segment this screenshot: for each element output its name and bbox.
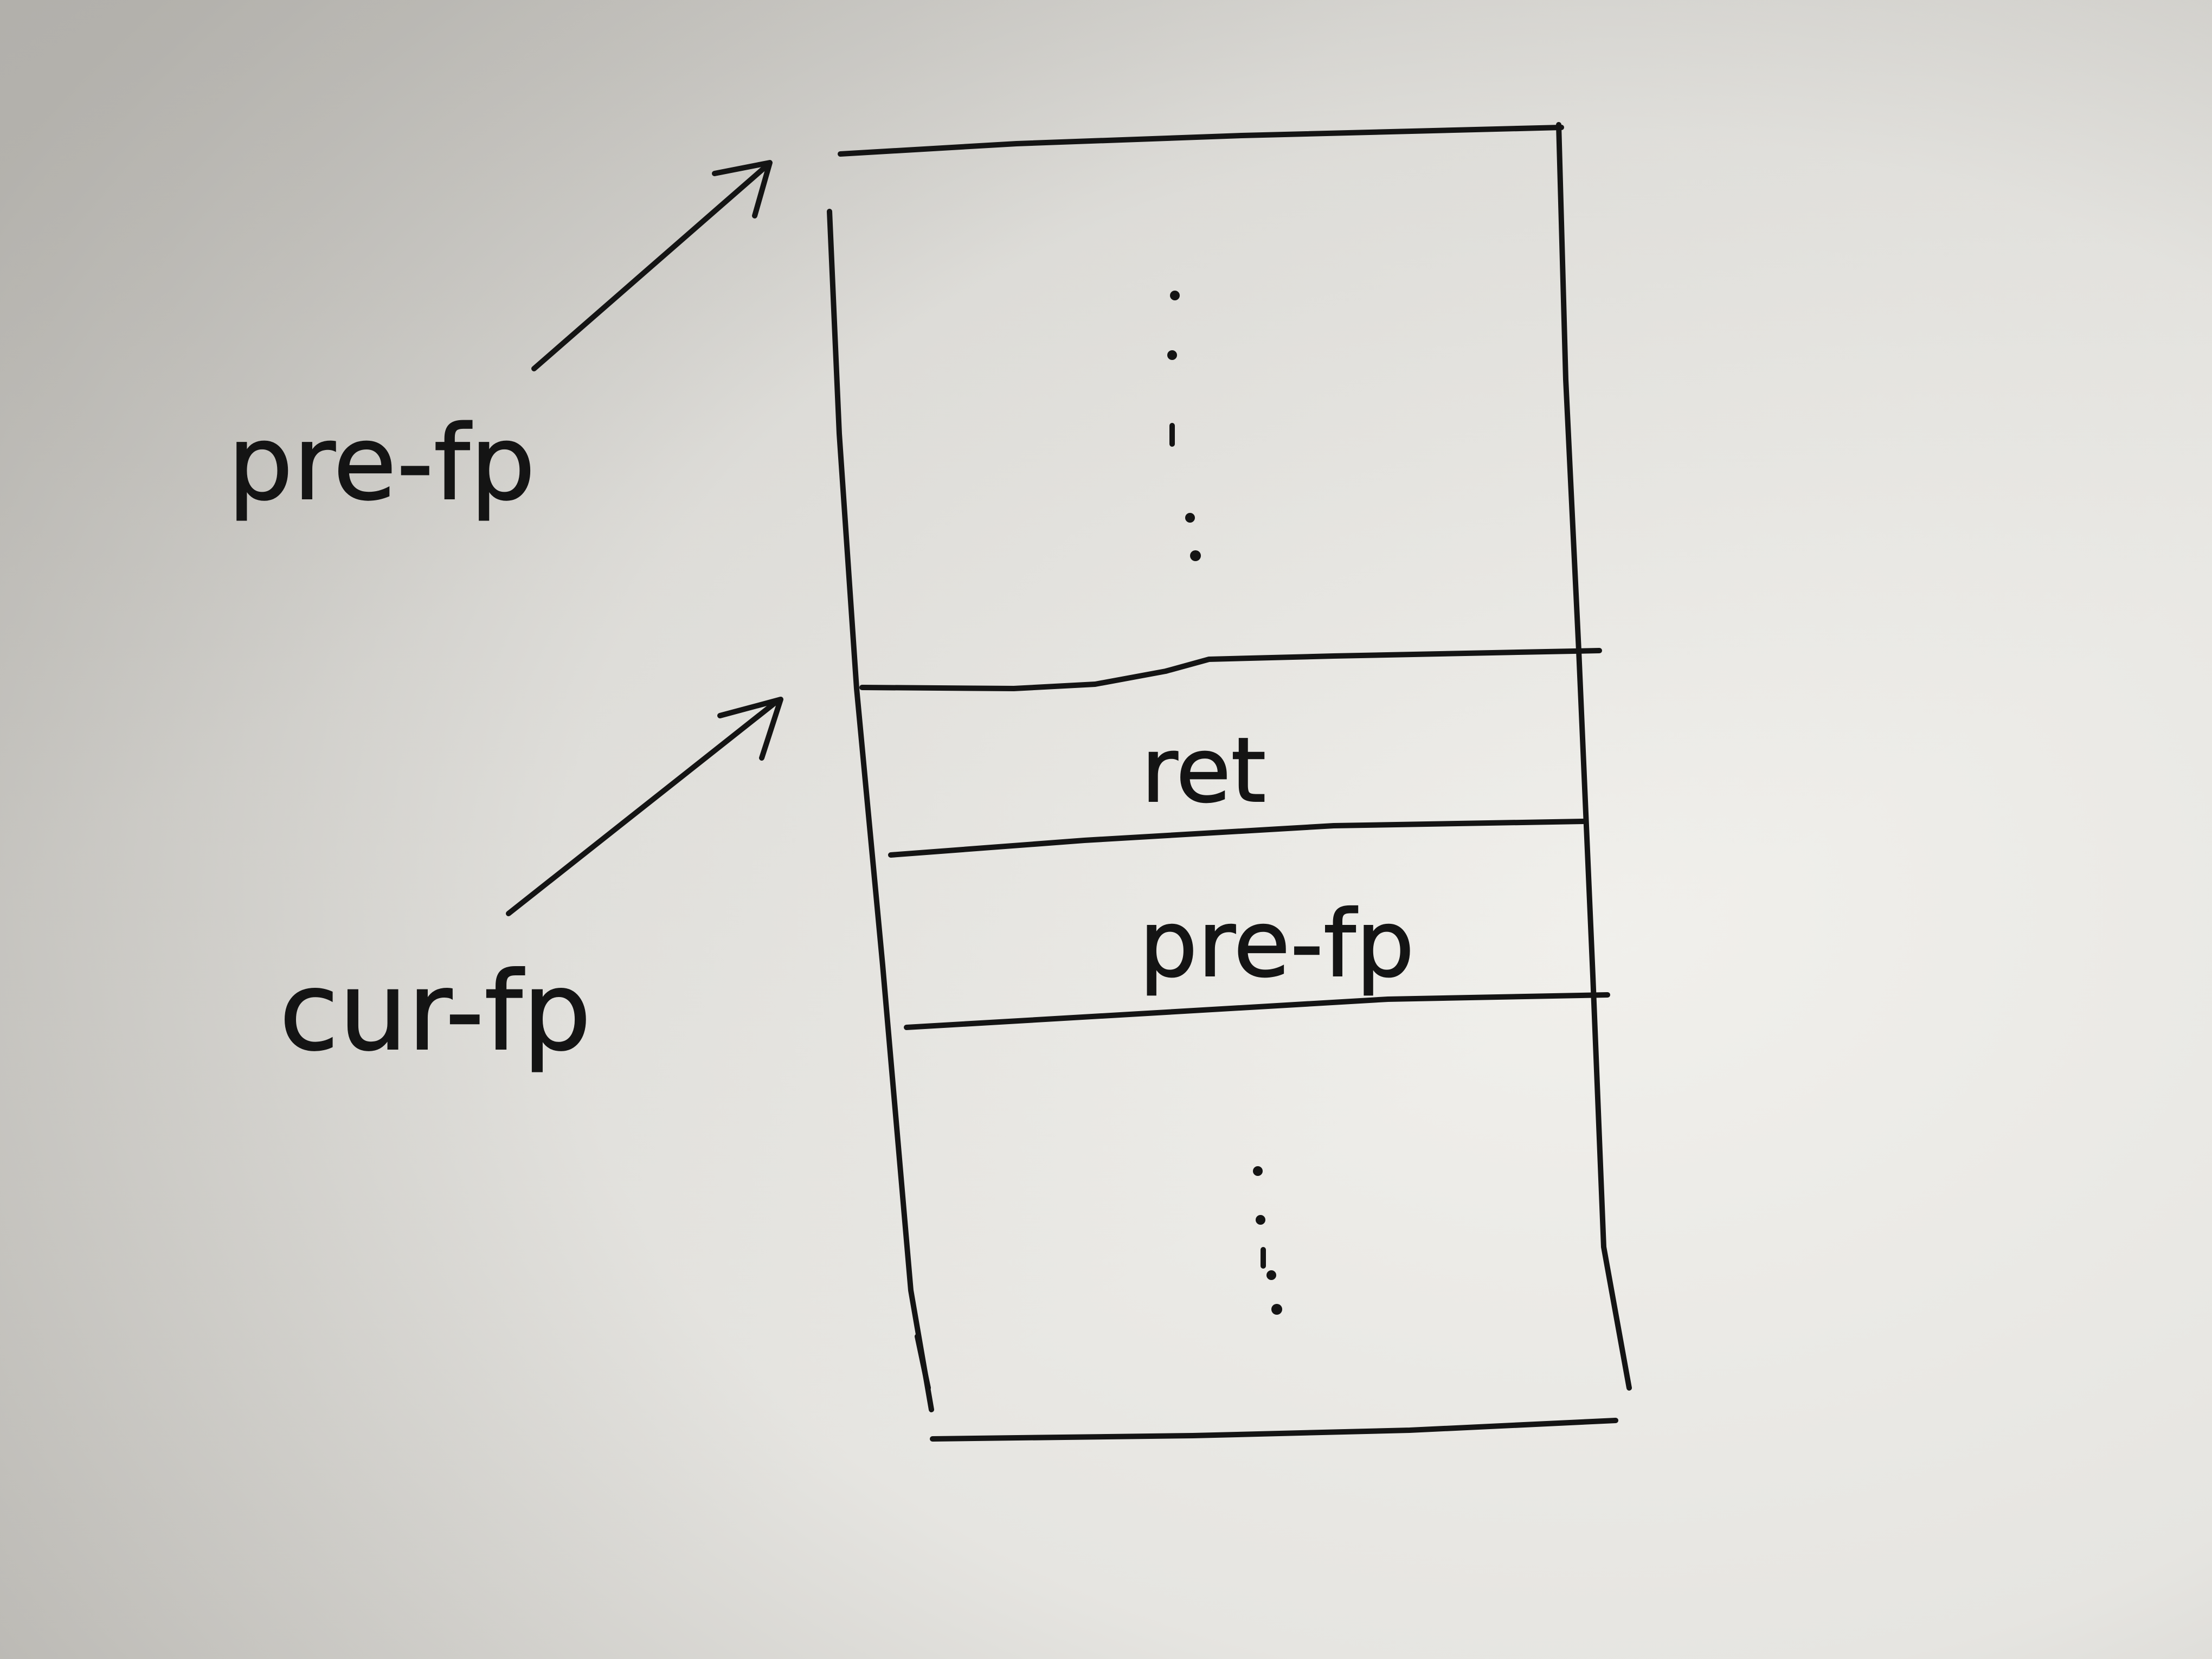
ellipsis-dot [1170,291,1180,300]
arrow-line [506,700,778,916]
pre-fp-slot-label: pre-fp [1139,891,1414,998]
pre-fp-pointer: pre-fp [227,160,773,524]
cur-fp-pointer: cur-fp [279,697,783,1076]
ellipsis-dot [1185,513,1195,523]
arrow-head-icon [717,697,783,761]
arrow-line [531,163,770,371]
ellipsis-dash [1261,1247,1266,1269]
ellipsis-dot [1190,550,1201,561]
lower-ellipsis [1253,1166,1282,1315]
upper-ellipsis [1167,291,1201,561]
stack-left-edge-tick [915,1334,931,1391]
stack-bottom-edge [930,1418,1618,1442]
stack-right-edge [1556,122,1632,1391]
ellipsis-dot [1266,1270,1276,1280]
stack-top-edge [838,125,1564,157]
ret-slot-bottom-line [888,819,1586,858]
cur-fp-pointer-label: cur-fp [279,949,591,1075]
ellipsis-dot [1256,1215,1265,1225]
stack-left-edge [827,209,934,1412]
arrow-head-icon [712,160,773,218]
pre-fp-pointer-label: pre-fp [228,403,536,523]
ellipsis-dot [1271,1304,1282,1315]
pre-fp-slot-bottom-line [904,992,1610,1030]
frame-divider-line [859,648,1602,691]
ret-slot-label: ret [1141,718,1266,822]
stack-box [827,122,1632,1442]
ellipsis-dot [1167,350,1177,360]
ellipsis-dash [1169,423,1175,447]
ellipsis-dot [1253,1166,1263,1176]
